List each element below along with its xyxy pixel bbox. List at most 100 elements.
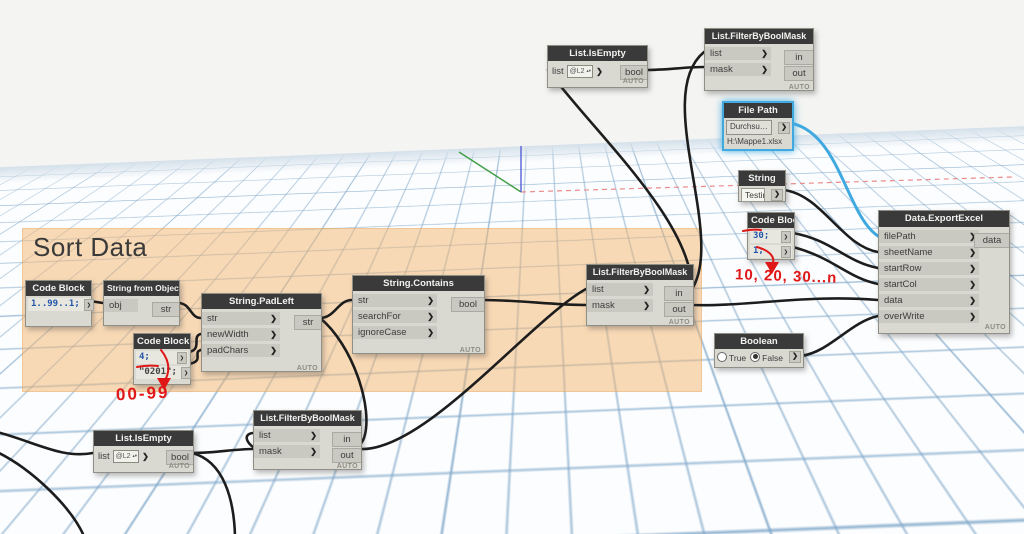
output-port-filepath[interactable]: ❯: [778, 121, 790, 134]
node-string-padleft[interactable]: String.PadLeft str❯ newWidth❯ padChars❯ …: [201, 293, 322, 372]
output-port-str[interactable]: str: [294, 315, 321, 330]
output-port-in[interactable]: in: [332, 432, 361, 447]
input-port-mask[interactable]: mask❯: [587, 299, 653, 312]
annotation-arrow-pad: [160, 349, 170, 383]
input-port-startcol[interactable]: startCol❯: [879, 278, 979, 291]
output-port-out[interactable]: out: [332, 448, 361, 463]
node-title[interactable]: Code Block: [26, 281, 91, 296]
wire-filepath-to-excel-selected: [788, 121, 880, 238]
node-title[interactable]: String from Object: [104, 281, 179, 296]
wire-padleft-to-contains: [318, 298, 354, 320]
node-title[interactable]: List.FilterByBoolMask: [705, 29, 813, 44]
radio-false[interactable]: False: [750, 351, 783, 363]
input-port-list[interactable]: ❯: [142, 452, 149, 461]
lacing-label: AUTO: [336, 463, 358, 470]
group-title[interactable]: Sort Data: [33, 232, 148, 262]
level-spinner[interactable]: ▴▾: [132, 453, 138, 459]
input-port-ignorecase[interactable]: ignoreCase❯: [353, 326, 437, 339]
node-string[interactable]: String Testing ❯: [738, 170, 786, 202]
node-title[interactable]: String.PadLeft: [202, 294, 321, 309]
input-port-sheetname[interactable]: sheetName❯: [879, 246, 979, 259]
input-port-padchars[interactable]: padChars❯: [202, 344, 280, 357]
node-string-contains[interactable]: String.Contains str❯ searchFor❯ ignoreCa…: [352, 275, 485, 354]
output-port-bool[interactable]: bool: [451, 297, 484, 312]
input-port-data[interactable]: data❯: [879, 294, 979, 307]
wire-string-to-sheetname: [782, 188, 880, 254]
wire-isemptytop-to-filtertop-mask: [643, 65, 706, 72]
input-port-str[interactable]: str❯: [353, 294, 437, 307]
code-block-editor[interactable]: 4;❯ "0201";❯: [134, 351, 192, 379]
node-code-block-range[interactable]: Code Block 1..99..1;❯: [25, 280, 94, 327]
output-port-1[interactable]: ❯: [180, 366, 192, 379]
output-port-0[interactable]: ❯: [83, 298, 94, 311]
output-port-bool[interactable]: ❯: [789, 351, 801, 363]
output-port-in[interactable]: in: [664, 286, 693, 301]
input-port-filepath[interactable]: filePath❯: [879, 230, 979, 243]
node-title[interactable]: List.IsEmpty: [548, 46, 647, 61]
node-list-isempty-bottom[interactable]: List.IsEmpty list @L2▴▾ ❯ bool AUTO: [93, 430, 194, 473]
node-title[interactable]: Data.ExportExcel: [879, 211, 1009, 227]
output-port-bool[interactable]: bool: [166, 450, 193, 465]
output-port-0[interactable]: ❯: [176, 351, 187, 364]
output-port-out[interactable]: out: [784, 66, 813, 81]
input-port-mask[interactable]: mask❯: [705, 63, 771, 76]
node-boolean[interactable]: Boolean True False ❯: [714, 333, 804, 368]
input-port-newwidth[interactable]: newWidth❯: [202, 328, 280, 341]
node-list-isempty-top[interactable]: List.IsEmpty list @L2▴▾ ❯ bool AUTO: [547, 45, 648, 88]
lacing-label: AUTO: [168, 463, 190, 470]
output-port-out[interactable]: out: [664, 302, 693, 317]
output-port-0[interactable]: ❯: [780, 230, 791, 243]
input-port-list[interactable]: list❯: [254, 429, 320, 442]
output-port-bool[interactable]: bool: [620, 65, 647, 80]
output-port-string[interactable]: ❯: [771, 189, 783, 201]
level-spinner[interactable]: ▴▾: [586, 68, 592, 74]
node-file-path[interactable]: File Path Durchsuchen... ❯ H:\Mappe1.xls…: [722, 101, 794, 151]
input-port-list[interactable]: list❯: [705, 47, 771, 60]
output-port-data[interactable]: data: [974, 233, 1009, 248]
code-line[interactable]: 1;: [753, 246, 764, 256]
code-line[interactable]: 4;: [139, 352, 150, 362]
node-string-from-object[interactable]: String from Object obj str: [103, 280, 180, 326]
level-widget[interactable]: @L2▴▾: [112, 450, 140, 463]
input-port-mask[interactable]: mask❯: [254, 445, 320, 458]
node-code-block-pad[interactable]: Code Block 4;❯ "0201";❯: [133, 333, 192, 385]
node-title[interactable]: String: [739, 171, 785, 186]
output-port-str[interactable]: str: [152, 302, 179, 317]
node-title[interactable]: Boolean: [715, 334, 803, 349]
input-port-startrow[interactable]: startRow❯: [879, 262, 979, 275]
node-list-filterbyboolmask-mid[interactable]: List.FilterByBoolMask list❯ mask❯ in out…: [586, 264, 694, 326]
node-title[interactable]: File Path: [724, 103, 792, 118]
code-line[interactable]: 30;: [753, 231, 770, 241]
node-title[interactable]: String.Contains: [353, 276, 484, 291]
code-line[interactable]: "0201";: [139, 367, 177, 377]
input-port-list[interactable]: list❯: [587, 283, 653, 296]
node-title[interactable]: Code Block: [748, 213, 794, 228]
input-port-str[interactable]: str❯: [202, 312, 280, 325]
radio-true[interactable]: True: [717, 351, 746, 363]
input-port-overwrite[interactable]: overWrite❯: [879, 310, 979, 323]
node-code-block-startrowcol[interactable]: Code Block 30; ❯ 1; ❯: [747, 212, 795, 260]
code-block-editor[interactable]: 30; ❯ 1; ❯: [748, 230, 794, 258]
node-data-exportexcel[interactable]: Data.ExportExcel filePath❯ sheetName❯ st…: [878, 210, 1010, 334]
annotation-underline-30: [742, 228, 762, 232]
wire-filtermid-to-filtertop-list: [683, 50, 706, 291]
node-title[interactable]: List.IsEmpty: [94, 431, 193, 446]
level-widget[interactable]: @L2▴▾: [566, 65, 594, 78]
node-title[interactable]: Code Block: [134, 334, 190, 349]
output-port-1[interactable]: ❯: [780, 245, 791, 258]
string-value-input[interactable]: Testing: [741, 188, 766, 202]
node-title[interactable]: List.FilterByBoolMask: [587, 265, 693, 280]
node-list-filterbyboolmask-top[interactable]: List.FilterByBoolMask list❯ mask❯ in out…: [704, 28, 814, 91]
node-title[interactable]: List.FilterByBoolMask: [254, 411, 361, 426]
browse-button[interactable]: Durchsuchen...: [726, 120, 773, 135]
code-block-editor[interactable]: 1..99..1;❯: [26, 298, 94, 311]
node-list-filterbyboolmask-bottom[interactable]: List.FilterByBoolMask list❯ mask❯ in out…: [253, 410, 362, 470]
input-port-searchfor[interactable]: searchFor❯: [353, 310, 437, 323]
code-line[interactable]: 1..99..1;: [31, 299, 80, 309]
input-port-obj[interactable]: obj: [104, 299, 138, 312]
input-port-list[interactable]: ❯: [596, 67, 603, 76]
output-port-in[interactable]: in: [784, 50, 813, 65]
lacing-label: AUTO: [984, 324, 1006, 331]
